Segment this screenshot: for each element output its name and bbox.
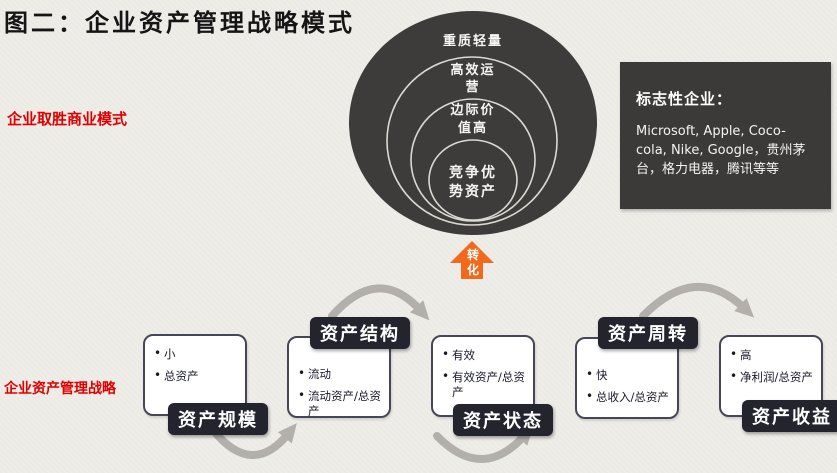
step-bullet: 小 [154,346,239,362]
step-bullet: 快 [586,367,671,383]
transform-arrow-label-char1: 转 [467,247,479,262]
step-bullet: 高 [730,347,815,363]
transform-arrow-label-char2: 化 [467,262,479,277]
page-title: 图二：企业资产管理战略模式 [4,8,355,37]
flow-arrow-1-2 [209,423,297,459]
step-card-asset-turnover: 快 总收入/总资产 [575,337,679,419]
step-bullet: 总收入/总资产 [586,389,671,405]
step-bullet: 流动 [298,366,383,382]
step-label-asset-status: 资产状态 [453,404,553,436]
ring-second-label-line2: 营 [465,79,480,95]
label-winning-business-model: 企业取胜商业模式 [7,110,128,128]
ring-outer-label: 重质轻量 [443,33,503,49]
flow-arrow-4-5 [639,283,755,320]
step-card-asset-status: 有效 有效资产/总资产 [431,335,535,417]
step-label-asset-turnover: 资产周转 [598,317,698,349]
flow-arrow-2-3 [328,284,430,321]
step-label-asset-scale: 资产规模 [168,403,268,435]
ring-core-label-line1: 竞争优 [449,164,497,181]
ring-second-label-line1: 高效运 [450,62,495,78]
step-bullet: 有效资产/总资产 [442,369,527,400]
step-bullet: 有效 [442,347,527,363]
iconic-companies-box: 标志性企业： Microsoft, Apple, Coco-cola, Nike… [620,62,831,209]
ring-third-label-line2: 值高 [458,120,488,136]
label-asset-management-strategy: 企业资产管理战略 [4,381,116,397]
step-bullet: 总资产 [154,368,239,384]
step-bullet: 流动资产/总资产 [298,388,383,419]
step-label-asset-return: 资产收益 [742,400,837,432]
ring-core [428,139,518,221]
iconic-companies-body: Microsoft, Apple, Coco-cola, Nike, Googl… [636,124,806,177]
flow-arrow-3-4 [433,425,534,463]
step-card-asset-scale: 小 总资产 [143,334,247,416]
transform-arrow-icon [450,241,494,279]
ring-core-label-line2: 势资产 [449,183,497,200]
step-bullet: 净利润/总资产 [730,369,815,385]
ring-third-label-line1: 边际价 [449,103,495,118]
iconic-companies-title: 标志性企业： [636,90,733,108]
step-label-asset-structure: 资产结构 [310,317,410,349]
